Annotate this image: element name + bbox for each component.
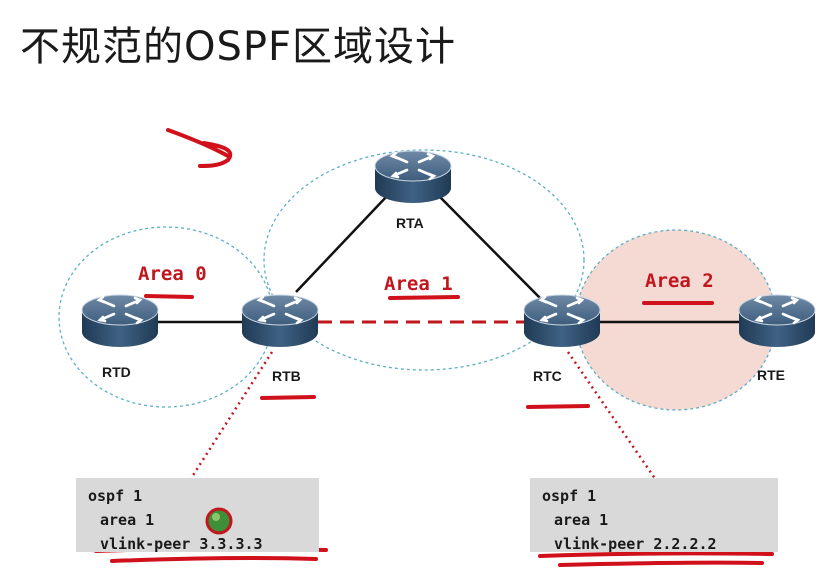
router-rtd[interactable] [80,293,160,349]
router-label-rtb: RTB [272,368,301,384]
area-label-0: Area 0 [138,263,207,285]
area-label-1: Area 1 [384,273,453,295]
router-label-rtc: RTC [533,368,562,384]
router-label-rte: RTE [757,367,785,383]
router-rtc[interactable] [522,293,602,349]
leader-rtb-config [188,351,274,481]
config-rtc-line3: vlink-peer 2.2.2.2 [554,535,717,553]
config-rtb-line2: area 1 [100,511,155,529]
area-label-2: Area 2 [645,270,714,292]
router-label-rtd: RTD [102,364,131,380]
router-icon [373,149,453,205]
pointer-mark-icon [166,128,233,168]
router-label-rta: RTA [396,215,424,231]
router-icon [80,293,160,349]
page-title: 不规范的OSPF区域设计 [20,24,457,70]
underline-config-rtc [538,551,774,567]
leader-rtc-config [566,351,658,481]
config-rtc-line1: ospf 1 [542,487,597,505]
router-icon [737,293,817,349]
link-rta-rtc [437,194,541,299]
router-rtb[interactable] [240,293,320,349]
router-icon [240,293,320,349]
config-box-rtb: ospf 1 area 1 vlink-peer 3.3.3.3 [76,478,319,553]
underline-area1 [388,295,460,300]
router-icon [522,293,602,349]
config-box-rtc: ospf 1 area 1 vlink-peer 2.2.2.2 [530,478,778,553]
router-rte[interactable] [737,293,817,349]
underline-area0 [144,294,194,299]
underline-rtc [526,404,590,409]
area1-region [263,149,585,371]
config-rtb-line1: ospf 1 [88,487,143,505]
link-rtb-rta [295,194,389,293]
config-rtc-line2: area 1 [554,511,609,529]
config-rtb-line3: vlink-peer 3.3.3.3 [100,535,263,553]
underline-rtb [260,395,316,400]
router-rta[interactable] [373,149,453,205]
cursor-highlight-icon [205,507,233,535]
